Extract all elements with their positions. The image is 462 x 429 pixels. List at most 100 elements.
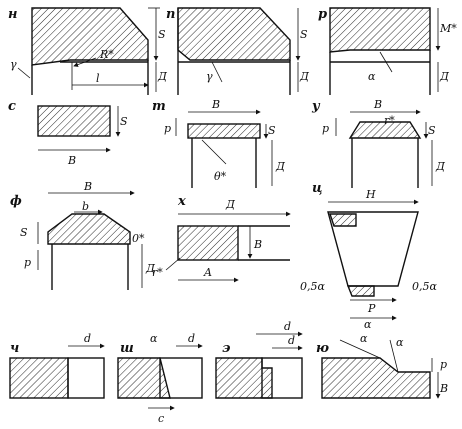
dim-b: B [67,154,76,167]
panel-x: х Д B r* A [152,194,291,283]
dim-d: Д [157,70,168,83]
dim-alpha2: α [364,318,372,331]
dim-alpha1: α [396,336,404,349]
blank-section [37,105,111,137]
dim-d: Д [225,198,236,211]
dim-s: S [158,28,166,41]
dim-c: c [158,412,164,425]
dim-d1: d [284,320,291,333]
dim-r: R* [99,48,114,61]
panel-s: с S B [8,99,128,167]
dim-p: p [440,358,447,371]
panel-letter: ш [120,341,134,356]
dim-d: Д [435,160,446,173]
dim-p: p [24,256,31,269]
dim-a: A [203,266,212,279]
panel-letter: ч [10,341,19,356]
dim-d: d [188,332,195,345]
panel-letter: п [166,7,175,22]
dim-b: B [83,180,92,193]
panel-letter: х [177,194,186,209]
blank-section [187,123,261,139]
punch-outline [67,357,105,399]
dim-s: S [268,124,276,137]
panel-letter: ц [312,181,322,196]
panel-u: у B r* p S Д [311,98,446,188]
angle-ray [389,339,399,373]
dim-d: d [84,332,91,345]
dim-d: Д [275,160,286,173]
dim-p: p [164,122,171,135]
panel-letter: р [318,7,327,22]
dim-r: r* [152,266,163,279]
angle-ray [211,61,223,83]
dim-p: P [367,302,376,315]
dim-alpha: α [360,332,368,345]
blank-section [47,213,131,245]
dim-theta: θ* [214,170,227,183]
panel-n: н S Д R* l γ [8,7,168,95]
dim-gamma: γ [10,58,17,71]
dim-alpha: α [150,332,158,345]
dim-h: H [365,188,376,201]
panel-sh: ш α d c [117,332,203,425]
die-section [329,213,357,227]
dim-s: S [300,28,308,41]
dim-l: l [96,72,100,85]
panel-yu: ю α α p B [316,332,448,399]
die-outline [327,211,419,287]
panel-f: ф B b S p Д 0* [10,180,156,290]
dim-r: r* [384,114,395,127]
workpiece-section [9,357,69,399]
panel-letter: с [8,99,16,114]
panel-letter: э [222,341,230,356]
panel-t: т B p S Д θ* [152,98,286,188]
dim-b: B [373,98,382,111]
angle-ray [379,51,393,73]
panel-letter: н [8,7,17,22]
dim-s: S [120,115,128,128]
workpiece-section [321,357,431,399]
angle-ray [201,139,227,165]
dim-bk: b [82,200,89,213]
dim-gamma: γ [206,70,213,83]
panel-letter: ф [10,194,22,209]
blank-section [177,225,239,261]
panel-letter: у [311,99,321,114]
panel-e: э d d [215,320,303,399]
dim-theta: 0* [132,232,145,245]
workpiece-section [215,357,273,399]
workpiece-section [117,357,171,399]
punch-outline [159,357,203,399]
dim-d: Д [145,262,156,275]
dim-s: S [428,124,436,137]
workpiece-section [31,7,149,66]
workpiece-section [177,7,291,61]
panel-letter: ю [316,341,329,356]
dim-p: p [322,122,329,135]
angle-ray [339,339,381,359]
dim-d: Д [439,70,450,83]
panel-r: р M* α Д [318,7,457,95]
blank-section [348,121,422,139]
panel-letter: т [152,99,166,114]
dim-b: B [439,382,448,395]
dim-d: Д [299,70,310,83]
dim-half-alpha-left: 0,5α [300,280,325,293]
dim-half-alpha-right: 0,5α [412,280,437,293]
dim-b: B [211,98,220,111]
dim-alpha: α [368,70,376,83]
leader-r [165,257,181,271]
die-section [346,285,375,297]
punch-outline [261,357,303,399]
panel-p: п S Д γ [166,7,310,95]
dim-s: S [20,226,28,239]
panel-ts: ц H 0,5α 0,5α P α [300,181,437,331]
workpiece-section [329,7,431,53]
dim-d: d [288,334,295,347]
panel-ch: ч d [9,332,105,399]
dim-b: B [253,238,262,251]
angle-ray [17,67,31,79]
